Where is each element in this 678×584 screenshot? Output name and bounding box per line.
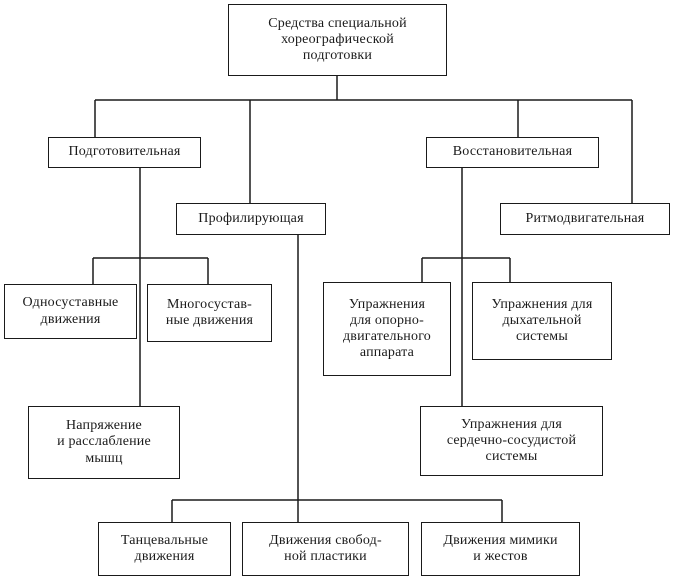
node-cardiovascular: Упражнения для сердечно-сосудистой систе…	[420, 406, 603, 476]
node-single-joint: Односуставные движения	[4, 284, 137, 339]
node-free-plastic: Движения свобод- ной пластики	[242, 522, 409, 576]
node-multi-joint: Многосустав- ные движения	[147, 284, 272, 342]
node-preparatory: Подготовительная	[48, 137, 201, 168]
node-restorative: Восстановительная	[426, 137, 599, 168]
node-mimicry: Движения мимики и жестов	[421, 522, 580, 576]
node-musculoskeletal: Упражнения для опорно- двигательного апп…	[323, 282, 451, 376]
node-rhythmomotor: Ритмодвигательная	[500, 203, 670, 235]
node-profiling: Профилирующая	[176, 203, 326, 235]
node-dance: Танцевальные движения	[98, 522, 231, 576]
node-tension: Напряжение и расслабление мышц	[28, 406, 180, 479]
node-respiratory: Упражнения для дыхательной системы	[472, 282, 612, 360]
node-root: Средства специальной хореографической по…	[228, 4, 447, 76]
